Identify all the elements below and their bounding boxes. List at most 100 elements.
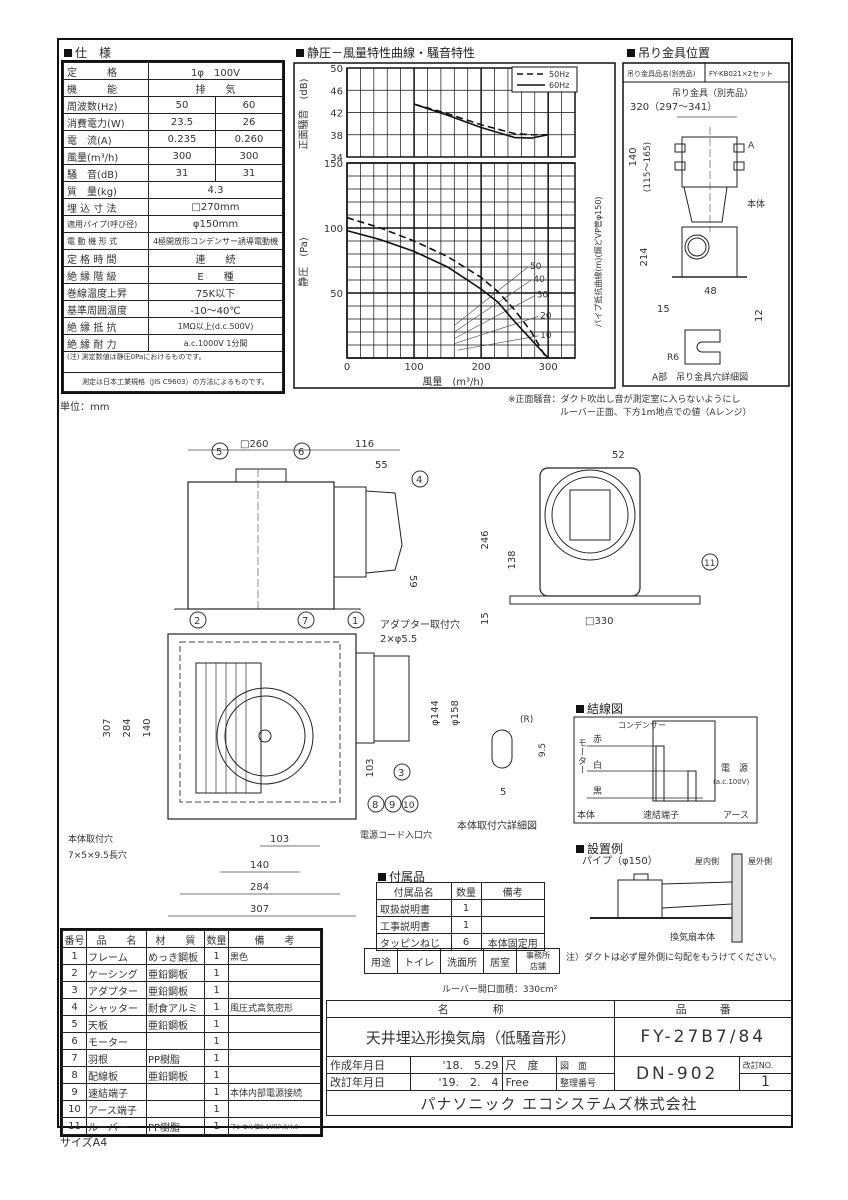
pressure-axis-label: 静圧 (Pa) [297,237,310,287]
spec-row: 適用パイプ(呼び径)φ150mm [63,215,283,233]
hanger-product-value: FY-KB021×2セット [709,70,773,78]
parts-cell: 9 [62,1083,87,1101]
callout-3: 3 [393,763,411,781]
pressure-tick-label: 100 [324,224,343,235]
spec-value: 60 [215,96,283,114]
callout-1: 1 [347,611,365,629]
install-title: 設置例 [576,840,623,857]
dim-330: □330 [585,616,614,627]
spec-value: 連 続 [148,249,283,267]
name-header: 名 称 [325,1000,616,1018]
noise-tick-label: 38 [330,131,343,142]
usage-item: トイレ [397,948,441,974]
parts-cell: 10 [62,1100,87,1118]
accessory-cell: 工事説明書 [376,916,452,934]
usage-label: 用途 [364,948,398,974]
wiring-body-label: 本体 [577,809,595,821]
svg-text:6: 6 [298,447,304,458]
noise-tick-label: 34 [330,153,343,164]
parts-cell: 1 [204,998,229,1016]
spec-label: 絶 縁 耐 力 [63,334,149,352]
drawing-label: 図 面 [555,1056,616,1074]
parts-cell: 1 [204,1015,229,1033]
parts-header: 番号 [62,930,87,948]
dim-307-vertical: 307 [102,718,113,737]
parts-cell [228,1100,321,1118]
accessories-header: 数量 [450,882,482,900]
parts-header: 材 質 [146,930,205,948]
spec-value: φ150mm [148,215,283,233]
dim-138: 138 [507,550,518,569]
pipe-resistance-label: パイプ抵抗曲線(m)(鋼どVP管φ150) [593,196,603,327]
spec-value: □270mm [148,198,283,216]
hanger-height-range: (115～165) [643,142,653,192]
noise-tick-label: 50 [330,64,343,75]
wire-red: 赤 [593,734,602,745]
detail-caption: A部 吊り金具穴詳細図 [652,371,748,383]
bottom-view-drawing: 307 284 140 103 φ144 φ158 アダプター取付穴 2×φ5.… [68,611,461,917]
parts-cell [228,1049,321,1067]
install-body-label: 換気扇本体 [670,931,715,943]
parts-cell: 風圧式高気密形 [228,998,321,1016]
spec-label: 騒 音(dB) [63,164,149,182]
spec-value: 50 [148,96,216,114]
parts-cell [146,1032,205,1050]
mount-hole-label: 本体取付穴 [68,833,113,845]
parts-cell [228,1015,321,1033]
spec-value: a.c.1000V 1分間 [148,334,283,352]
spec-note: 測定は日本工業規格（JIS C9603）の方法によるものです。 [63,372,283,392]
spec-value: 23.5 [148,113,216,131]
usage-table: 用途トイレ洗面所居室事務所店舗 [364,948,560,974]
radius-label: R6 [667,353,679,363]
bracket-label: 吊り金具（別売品） [672,87,753,99]
spec-row: 質 量(kg)4.3 [63,181,283,199]
spec-row: 基準周囲温度-10～40℃ [63,300,283,318]
created-date: '18. 5.29 [410,1056,503,1074]
svg-text:11: 11 [704,559,715,569]
parts-cell: PP樹脂 [146,1049,205,1067]
revision-number: 1 [738,1073,793,1091]
accessories-header: 付属品名 [376,882,452,900]
spec-label: 消費電力(W) [63,113,149,131]
dim-260: □260 [240,439,269,450]
louver-area: ルーバー開口面積：330cm² [442,985,558,995]
front-view-drawing: 52 246 138 15 □330 11 [480,450,719,627]
spec-row: 機 能排 気 [63,79,283,97]
noise-tick-label: 42 [330,109,343,120]
revised-date: '19. 2. 4 [410,1073,503,1091]
accessory-cell: 1 [450,899,482,917]
spec-value: 31 [215,164,283,182]
spec-value: 1MΩ以上(d.c.500V) [148,317,283,335]
parts-cell: 配線板 [86,1066,147,1084]
detail-a-label: A [748,141,755,151]
noise-tick-label: 46 [330,86,343,97]
parts-cell: モーター [86,1032,147,1050]
spec-row: 埋 込 寸 法□270mm [63,198,283,216]
plot-area [346,162,576,359]
scale-value: Free [501,1073,557,1091]
callout-8: 8 [367,795,385,813]
parts-cell [228,964,321,982]
dim-48: 48 [704,286,717,297]
dim-144: φ144 [430,700,441,726]
dim-52: 52 [612,450,625,461]
svg-text:4: 4 [416,475,422,486]
pipe-resistance-line [457,335,539,351]
chart-title: 静圧－風量特性曲線・騒音特性 [296,44,475,61]
spec-value: 1φ 100V [148,62,283,80]
pressure-curve-60hz [346,229,549,359]
